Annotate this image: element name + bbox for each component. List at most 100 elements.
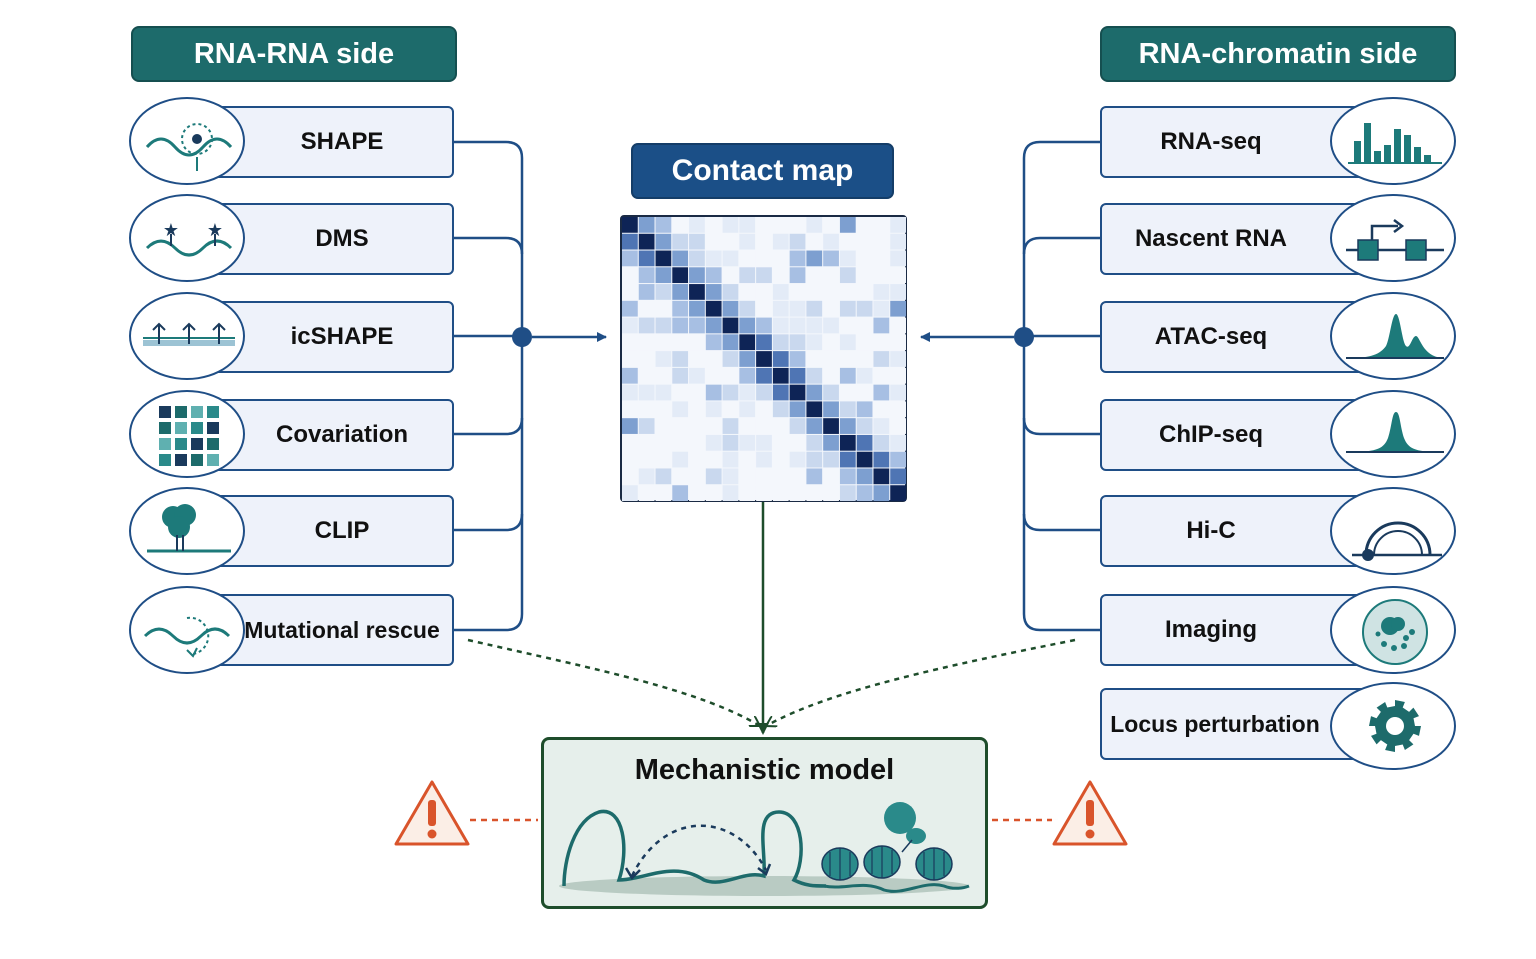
heatmap-cell — [856, 451, 873, 468]
heatmap-cell — [672, 485, 689, 501]
heatmap-cell — [772, 468, 789, 485]
heatmap-cell — [856, 284, 873, 300]
heatmap-cell — [839, 284, 856, 300]
heatmap-cell — [638, 250, 655, 267]
heatmap-cell — [823, 284, 839, 300]
heatmap-cell — [655, 334, 672, 351]
heatmap-cell — [756, 468, 772, 485]
heatmap-cell — [806, 284, 823, 300]
heatmap-cell — [823, 334, 839, 351]
heatmap-cell — [655, 367, 672, 384]
method-label: Mutational rescue — [244, 616, 440, 643]
heatmap-cell — [756, 434, 772, 451]
heatmap-cell — [756, 284, 772, 300]
heatmap-cell — [789, 217, 806, 233]
heatmap-cell — [739, 284, 756, 300]
heatmap-cell — [739, 485, 756, 501]
heatmap-cell — [756, 451, 772, 468]
contact-map-heatmap — [620, 215, 907, 502]
heatmap-cell — [722, 367, 739, 384]
heatmap-cell — [739, 401, 756, 418]
heatmap-cell — [856, 317, 873, 334]
protein-rna-crosslink-icon — [129, 487, 245, 575]
mechanistic-model-title: Mechanistic model — [634, 754, 895, 786]
heatmap-cell — [638, 434, 655, 451]
heatmap-cell — [856, 233, 873, 250]
covariation-cell — [159, 422, 171, 434]
heatmap-cell — [722, 284, 739, 300]
heatmap-cell — [823, 233, 839, 250]
heatmap-cell — [638, 401, 655, 418]
heatmap-cell — [689, 217, 705, 233]
heatmap-cell — [890, 334, 906, 351]
heatmap-cell — [789, 418, 806, 434]
heatmap-cell — [890, 468, 906, 485]
heatmap-cell — [739, 334, 756, 351]
heatmap-cell — [823, 250, 839, 267]
covariation-cell — [175, 422, 187, 434]
heatmap-cell — [772, 384, 789, 401]
heatmap-cell — [873, 351, 890, 367]
heatmap-cell — [890, 401, 906, 418]
heatmap-cell — [856, 334, 873, 351]
heatmap-cell — [638, 217, 655, 233]
heatmap-cell — [622, 317, 638, 334]
heatmap-cell — [772, 334, 789, 351]
heatmap-cell — [622, 434, 638, 451]
heatmap-cell — [655, 250, 672, 267]
heatmap-cell — [655, 451, 672, 468]
heatmap-cell — [890, 250, 906, 267]
heatmap-cell — [806, 300, 823, 317]
heatmap-cell — [823, 401, 839, 418]
heatmap-cell — [722, 468, 739, 485]
heatmap-cell — [655, 485, 672, 501]
method-label: RNA-seq — [1160, 128, 1262, 155]
transcription-start-icon — [1330, 194, 1456, 282]
heatmap-cell — [890, 284, 906, 300]
heatmap-cell — [756, 267, 772, 284]
heatmap-cell — [722, 485, 739, 501]
heatmap-cell — [638, 233, 655, 250]
heatmap-cell — [722, 351, 739, 367]
bar-histogram-icon — [1330, 97, 1456, 185]
heatmap-cell — [772, 267, 789, 284]
covariation-cell — [175, 438, 187, 450]
accessibility-peaks-icon — [1330, 292, 1456, 380]
mutational-rescue-dotted-arrow — [467, 638, 760, 728]
heatmap-cell — [772, 284, 789, 300]
heatmap-cell — [705, 384, 722, 401]
heatmap-cell — [856, 384, 873, 401]
heatmap-cell — [689, 418, 705, 434]
heatmap-cell — [823, 300, 839, 317]
heatmap-cell — [739, 300, 756, 317]
heatmap-cell — [772, 451, 789, 468]
heatmap-cell — [705, 401, 722, 418]
heatmap-cell — [873, 434, 890, 451]
chromatin-loop-icon — [1330, 487, 1456, 575]
rna-methylation-stars-icon: ★ ★ — [129, 194, 245, 282]
rna-rna-side-header: RNA-RNA side — [131, 26, 457, 82]
heatmap-cell — [739, 434, 756, 451]
heatmap-cell — [622, 451, 638, 468]
heatmap-cell — [756, 418, 772, 434]
covariation-cell — [159, 406, 171, 418]
heatmap-cell — [806, 334, 823, 351]
heatmap-cell — [873, 485, 890, 501]
heatmap-cell — [705, 300, 722, 317]
heatmap-cell — [789, 485, 806, 501]
nucleus-imaging-icon — [1330, 586, 1456, 674]
heatmap-cell — [772, 233, 789, 250]
heatmap-cell — [789, 300, 806, 317]
heatmap-cell — [873, 267, 890, 284]
svg-text:★: ★ — [163, 220, 179, 241]
heatmap-cell — [638, 317, 655, 334]
heatmap-cell — [638, 451, 655, 468]
heatmap-cell — [823, 351, 839, 367]
heatmap-cell — [705, 233, 722, 250]
heatmap-cell — [722, 418, 739, 434]
heatmap-cell — [839, 334, 856, 351]
heatmap-cell — [839, 434, 856, 451]
heatmap-cell — [839, 267, 856, 284]
heatmap-cell — [839, 418, 856, 434]
method-label: icSHAPE — [290, 323, 394, 350]
